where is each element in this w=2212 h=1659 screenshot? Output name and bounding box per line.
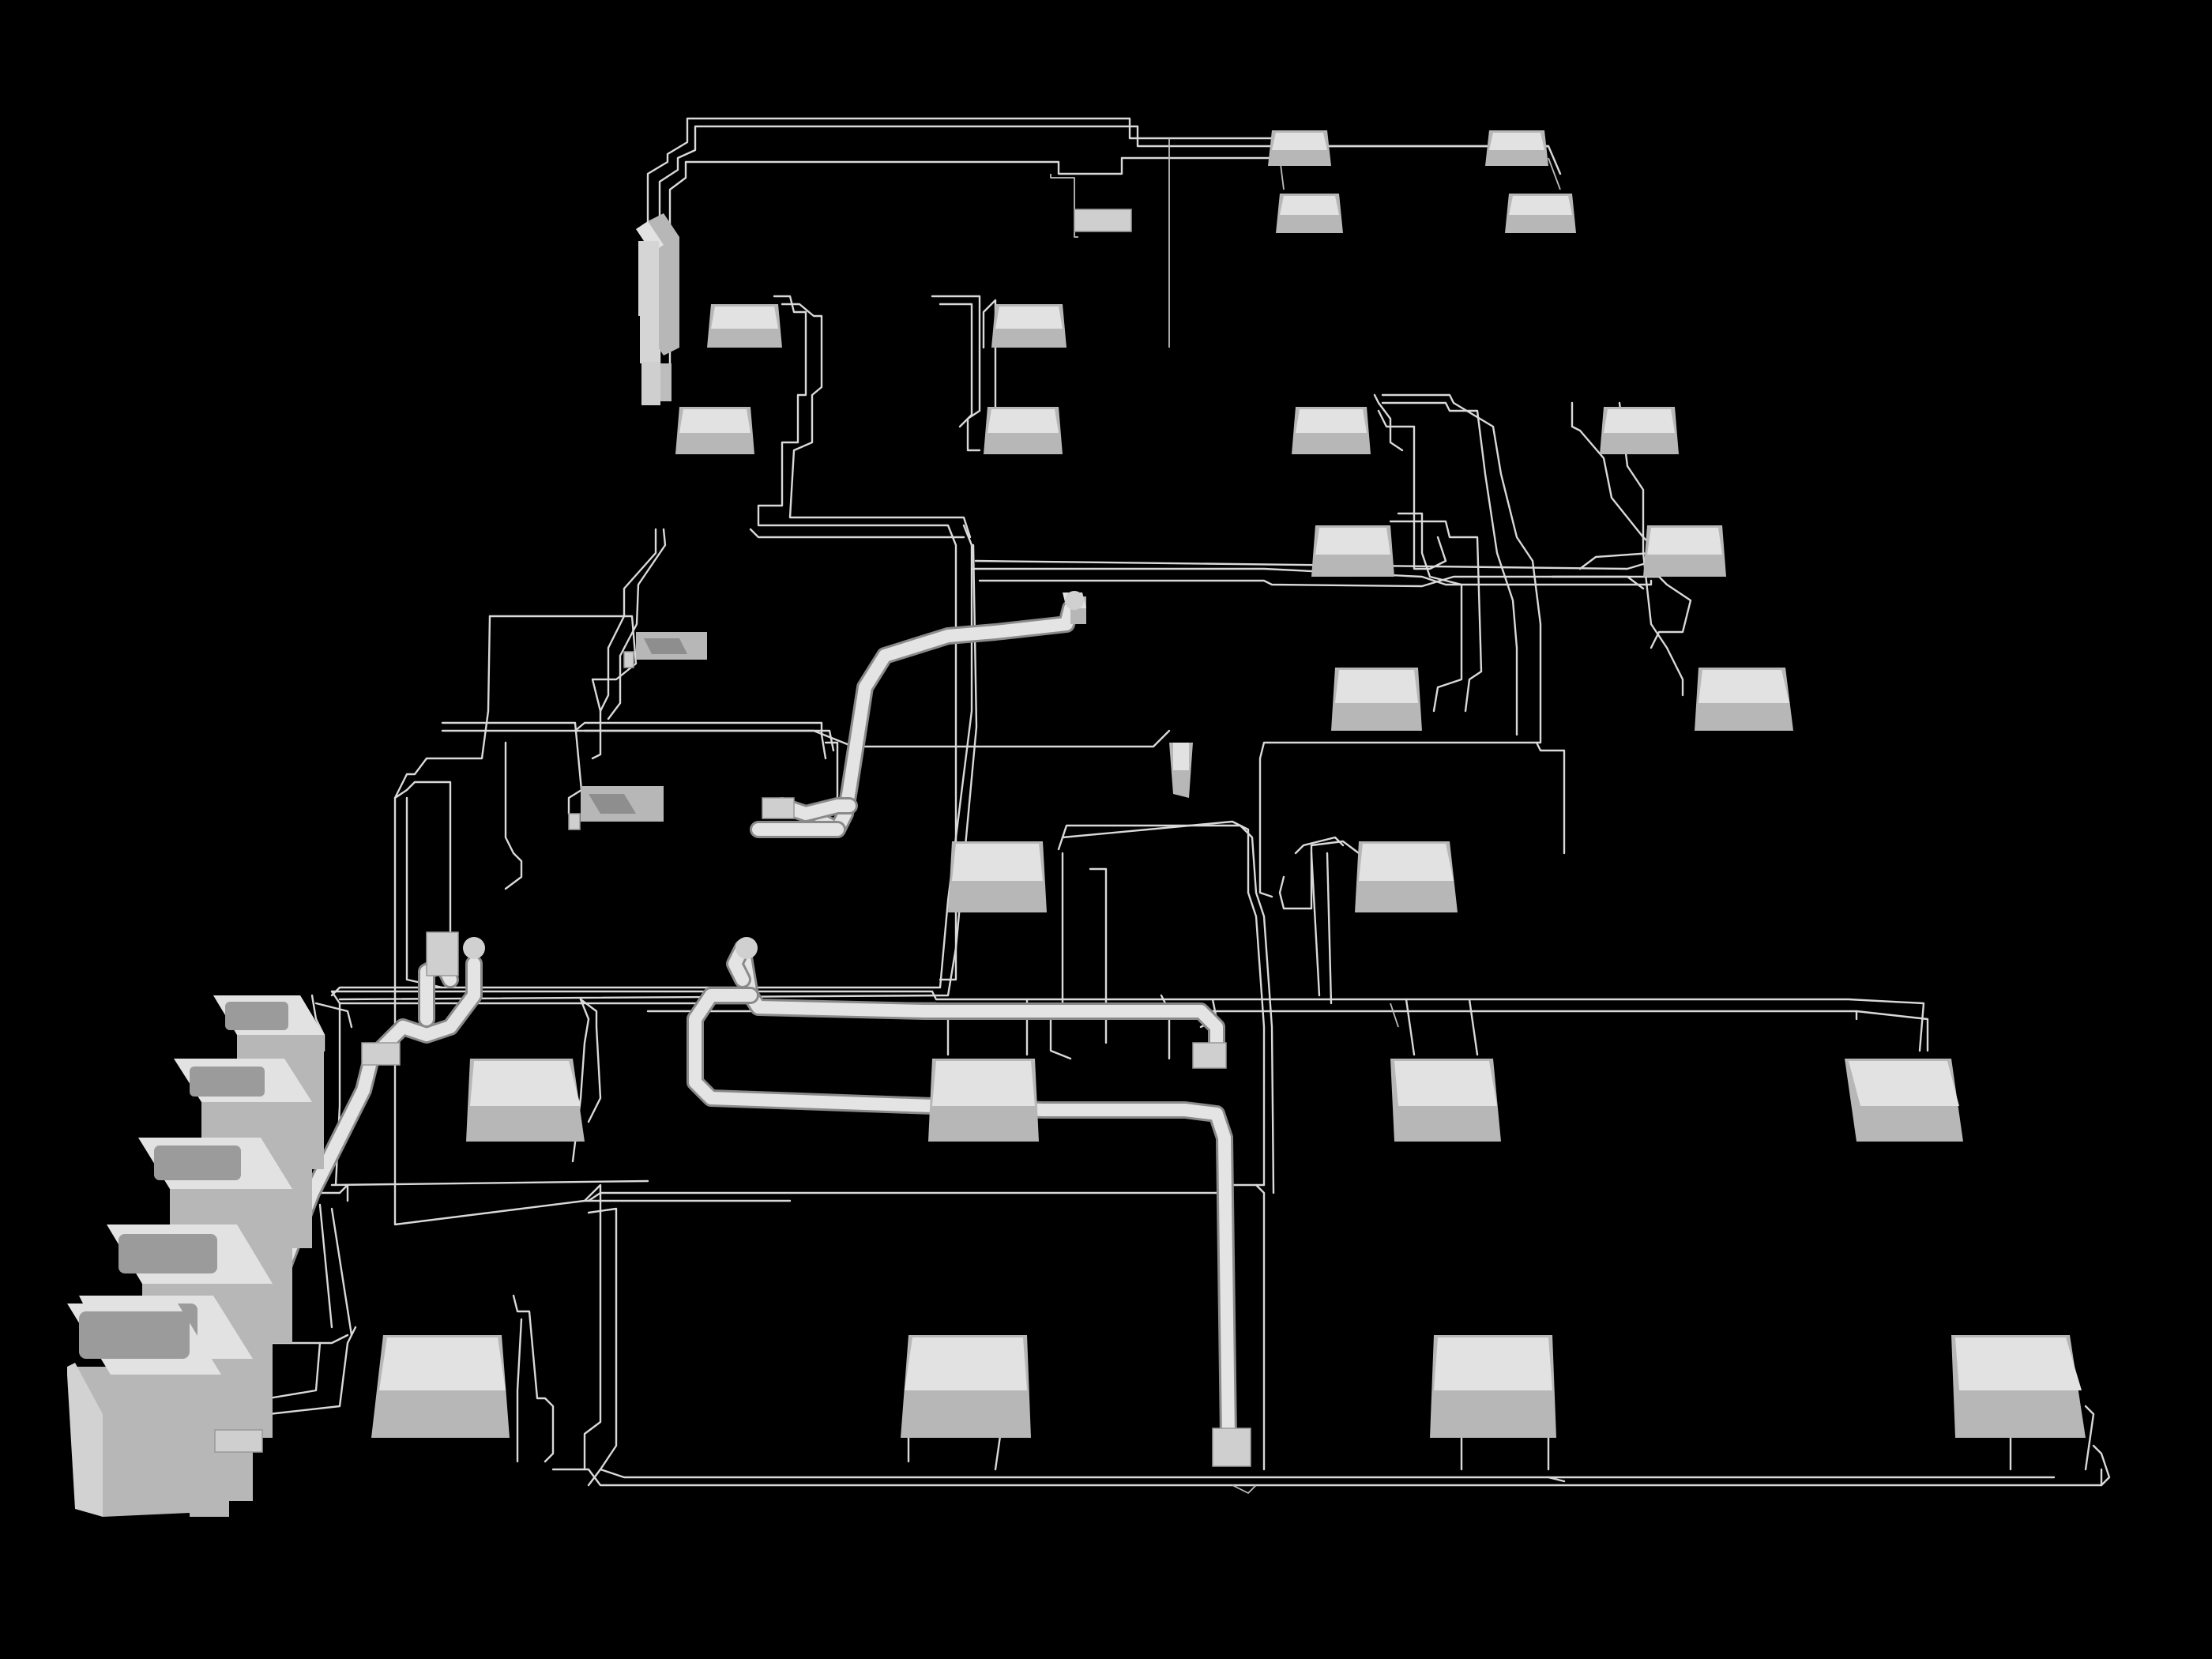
cassette-r2-5 [1292, 407, 1371, 454]
cassette-t3 [1276, 194, 1343, 233]
cassette-t1 [1268, 130, 1331, 166]
cassette-r3-2 [1643, 525, 1726, 577]
junction-box-duct [762, 797, 795, 819]
junction-box-top [1074, 209, 1132, 232]
cassette-r6-4 [1845, 1059, 1963, 1142]
ducted-units [568, 632, 707, 830]
cassette-r6-3 [1390, 1059, 1501, 1142]
cassette-r2-1 [707, 304, 782, 348]
cassette-r2-3 [675, 407, 754, 454]
cassette-r5-1 [948, 841, 1047, 912]
cassette-r2-6 [1600, 407, 1679, 454]
junction-box-mid [1192, 1042, 1227, 1069]
duct-runs [213, 600, 1237, 1446]
duct-inlet-left [463, 937, 485, 959]
outdoor-unit-bank [67, 995, 324, 1517]
junction-box-left [361, 1042, 401, 1066]
cassette-r3-1 [1311, 525, 1394, 577]
cassette-s2 [1169, 743, 1193, 798]
cassette-b1 [371, 1335, 510, 1438]
duct-outlet [1065, 591, 1084, 610]
cassette-b2 [901, 1335, 1031, 1438]
ducted-unit-1 [623, 632, 707, 668]
cassette-r5-2 [1355, 841, 1458, 912]
outdoor-junction-box [214, 1429, 263, 1453]
cassette-r4-2 [1695, 668, 1793, 731]
cassette-b4 [1951, 1335, 2086, 1438]
outdoor-unit-6 [67, 1304, 229, 1517]
ducted-unit-2 [568, 786, 664, 830]
duct-inlet [735, 937, 758, 959]
cassette-t2 [1485, 130, 1548, 166]
junction-box-bottom [1212, 1428, 1251, 1467]
cassette-b3 [1430, 1335, 1556, 1438]
junction-boxes [361, 209, 1251, 1467]
ceiling-cassettes [371, 130, 2086, 1438]
cassette-t4 [1505, 194, 1576, 233]
cassette-r4-1 [1331, 668, 1422, 731]
wall-unit-stack [636, 213, 679, 405]
cassette-r2-4 [984, 407, 1063, 454]
cassette-r6-1 [466, 1059, 585, 1142]
refrigerant-pipe-network [228, 117, 2111, 1494]
cassette-r6-2 [928, 1059, 1039, 1142]
air-handler-box [426, 931, 459, 976]
cassette-r2-2 [991, 304, 1066, 348]
